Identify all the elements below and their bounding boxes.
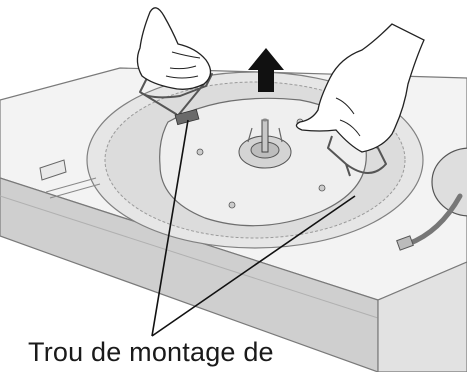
mounting-hole-caption: Trou de montage de [28,333,467,372]
screw [319,185,325,191]
screw [229,202,235,208]
screw [197,149,203,155]
spindle [262,120,268,152]
